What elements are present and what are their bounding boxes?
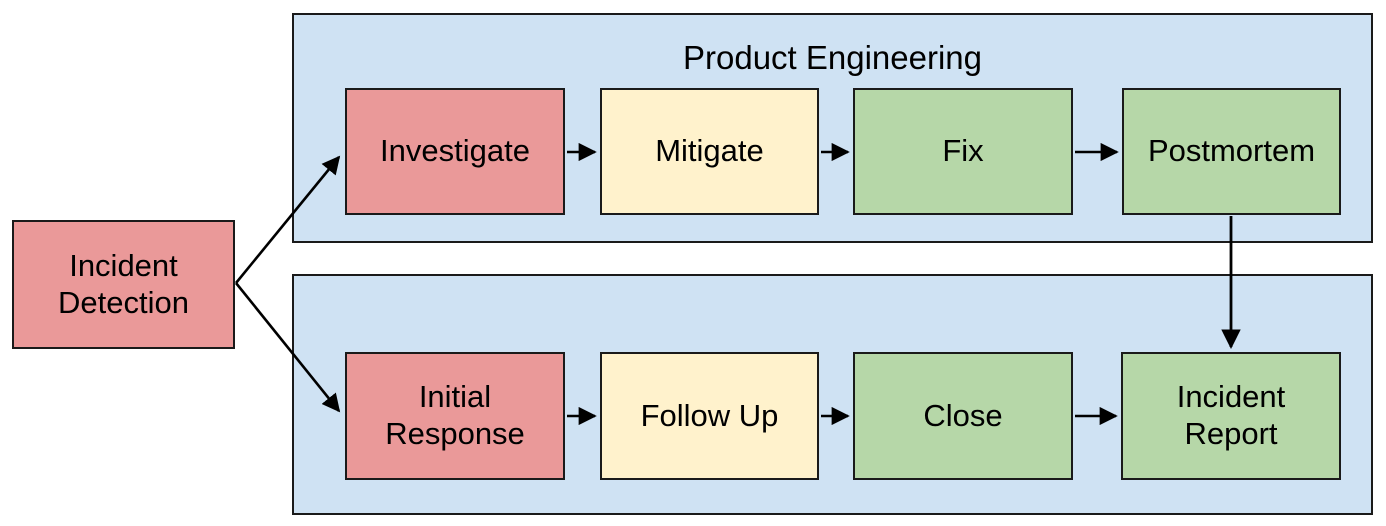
- node-incident-report[interactable]: Incident Report: [1121, 352, 1341, 480]
- node-fix[interactable]: Fix: [853, 88, 1073, 215]
- node-investigate[interactable]: Investigate: [345, 88, 565, 215]
- node-mitigate[interactable]: Mitigate: [600, 88, 819, 215]
- node-incident-detection[interactable]: Incident Detection: [12, 220, 235, 349]
- node-postmortem[interactable]: Postmortem: [1122, 88, 1341, 215]
- node-follow-up[interactable]: Follow Up: [600, 352, 819, 480]
- node-initial-response[interactable]: Initial Response: [345, 352, 565, 480]
- node-close[interactable]: Close: [853, 352, 1073, 480]
- lane-title-product-engineering: Product Engineering: [682, 39, 983, 76]
